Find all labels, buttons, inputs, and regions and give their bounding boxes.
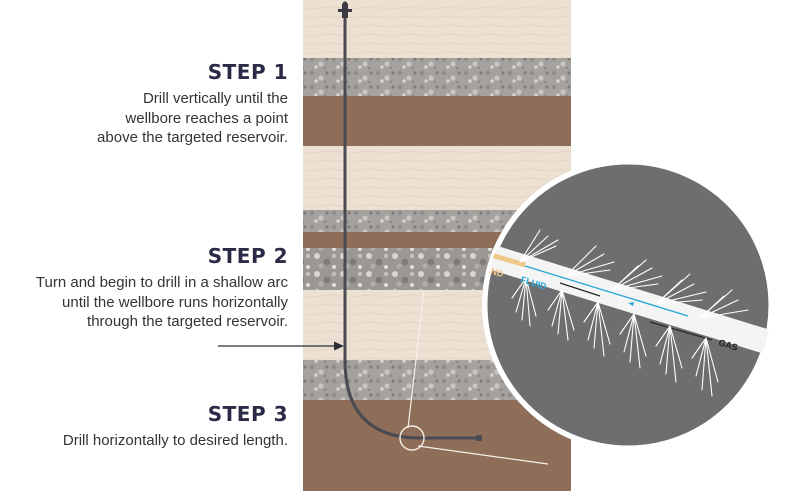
step-1: STEP 1 Drill vertically until the wellbo… xyxy=(97,60,288,148)
step-2-title: STEP 2 xyxy=(207,244,288,268)
wellhead-icon xyxy=(338,1,352,18)
pointer-arrow-icon xyxy=(218,341,344,351)
brown-layer-1 xyxy=(303,96,571,146)
gravel-layer-2 xyxy=(303,210,571,232)
zoom-line-lower xyxy=(417,445,549,465)
upper-fractures xyxy=(519,229,749,319)
step-3-title: STEP 3 xyxy=(207,402,288,426)
step-3: STEP 3 Drill horizontally to desired len… xyxy=(63,402,288,451)
step-2: STEP 2 Turn and begin to drill in a shal… xyxy=(36,244,288,332)
step-3-line-1: Drill horizontally to desired length. xyxy=(62,432,288,449)
step-2-line-3: through the targeted reservoir. xyxy=(87,313,288,330)
wellbore-pipe xyxy=(343,14,478,440)
step-1-description: Drill vertically until the wellbore reac… xyxy=(97,89,288,148)
step-3-description: Drill horizontally to desired length. xyxy=(63,431,288,451)
fluid-arrow-icon xyxy=(628,302,634,306)
lower-fractures xyxy=(511,277,719,397)
inset-wellbore xyxy=(485,240,771,360)
gas-line-2 xyxy=(649,321,713,341)
zoom-highlight-circle xyxy=(399,425,425,451)
gravel-layer-1 xyxy=(303,58,571,96)
step-2-line-1: Turn and begin to drill in a shallow arc xyxy=(35,274,288,291)
drill-bit xyxy=(476,435,482,441)
fracture-inset: SAND FLUID GAS xyxy=(482,159,774,451)
brown-layer-3 xyxy=(303,400,571,491)
step-1-line-2: wellbore reaches a point xyxy=(125,109,288,127)
zoom-line-upper xyxy=(407,290,425,429)
fluid-stream xyxy=(524,265,689,317)
step-1-line-3: above the targeted reservoir. xyxy=(97,129,288,146)
step-1-title: STEP 1 xyxy=(207,60,288,84)
step-2-description: Turn and begin to drill in a shallow arc… xyxy=(36,273,288,332)
step-2-line-2: until the wellbore runs horizontally xyxy=(62,293,288,311)
step-1-line-1: Drill vertically until the xyxy=(142,90,288,107)
gas-line-1 xyxy=(559,282,601,297)
